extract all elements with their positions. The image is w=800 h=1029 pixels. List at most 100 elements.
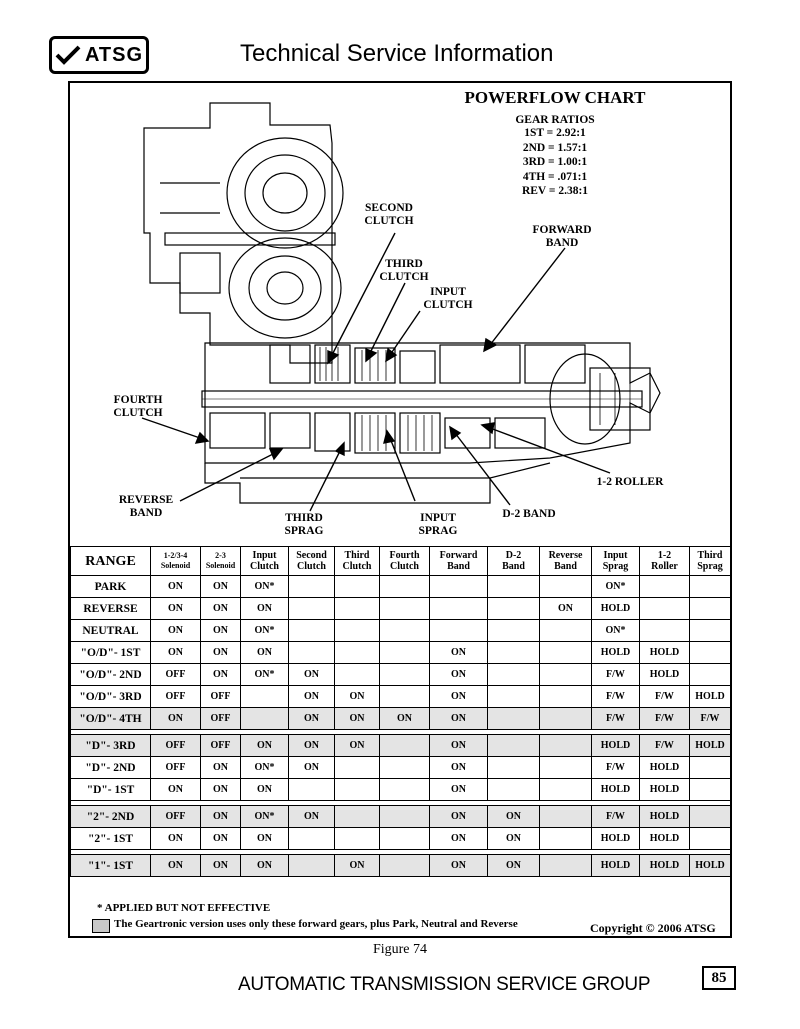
status-cell xyxy=(539,827,592,850)
status-cell xyxy=(379,734,430,757)
logo-text: ATSG xyxy=(84,43,144,66)
range-cell: "2"- 2ND xyxy=(70,805,151,828)
status-cell: HOLD xyxy=(639,778,690,801)
status-cell: F/W xyxy=(639,734,690,757)
status-cell: ON* xyxy=(240,756,289,779)
status-cell xyxy=(379,854,430,877)
label-forward-band: FORWARD BAND xyxy=(532,224,592,249)
status-cell: ON* xyxy=(591,619,640,642)
status-cell: ON xyxy=(288,663,335,686)
status-cell: F/W xyxy=(591,663,640,686)
label-1-2-roller: 1-2 ROLLER xyxy=(596,476,664,488)
status-cell xyxy=(487,597,540,620)
status-cell xyxy=(487,707,540,730)
status-cell: OFF xyxy=(150,685,201,708)
atsg-logo: ATSG xyxy=(49,36,149,74)
content-frame xyxy=(68,81,732,938)
status-cell: ON xyxy=(487,854,540,877)
status-cell: OFF xyxy=(150,805,201,828)
status-cell xyxy=(334,756,380,779)
label-second-clutch: SECOND CLUTCH xyxy=(364,202,414,227)
status-cell: HOLD xyxy=(689,854,731,877)
status-cell: OFF xyxy=(150,734,201,757)
status-cell: ON xyxy=(429,756,488,779)
status-cell: ON xyxy=(429,663,488,686)
range-cell: "D"- 3RD xyxy=(70,734,151,757)
status-cell xyxy=(379,597,430,620)
status-cell: ON xyxy=(288,756,335,779)
gear-ratio-4th: 4TH = .071:1 xyxy=(522,170,588,183)
status-cell xyxy=(689,805,731,828)
status-cell: ON xyxy=(240,854,289,877)
status-cell xyxy=(539,756,592,779)
status-cell xyxy=(689,619,731,642)
status-cell: ON xyxy=(200,756,241,779)
status-cell: HOLD xyxy=(591,854,640,877)
status-cell: OFF xyxy=(200,707,241,730)
footer-text: AUTOMATIC TRANSMISSION SERVICE GROUP xyxy=(238,974,651,995)
status-cell xyxy=(288,619,335,642)
range-cell: "D"- 2ND xyxy=(70,756,151,779)
status-cell xyxy=(487,756,540,779)
status-cell xyxy=(379,805,430,828)
status-cell: ON xyxy=(200,663,241,686)
status-cell xyxy=(334,805,380,828)
status-cell xyxy=(334,597,380,620)
status-cell: ON xyxy=(240,827,289,850)
status-cell xyxy=(539,734,592,757)
label-reverse-band: REVERSE BAND xyxy=(118,494,174,519)
label-third-sprag: THIRD SPRAG xyxy=(284,512,324,537)
status-cell: F/W xyxy=(689,707,731,730)
status-cell: ON xyxy=(487,827,540,850)
status-cell xyxy=(487,641,540,664)
status-cell xyxy=(689,756,731,779)
gear-ratios-title: GEAR RATIOS xyxy=(515,114,595,126)
page-number: 85 xyxy=(702,966,736,990)
status-cell: ON xyxy=(334,734,380,757)
status-cell: ON xyxy=(240,734,289,757)
label-d2-band: D-2 BAND xyxy=(502,508,556,520)
chart-title: POWERFLOW CHART xyxy=(464,88,646,107)
status-cell: ON xyxy=(379,707,430,730)
status-cell: HOLD xyxy=(639,756,690,779)
status-cell: ON xyxy=(487,805,540,828)
range-cell: REVERSE xyxy=(70,597,151,620)
status-cell xyxy=(334,641,380,664)
status-cell: F/W xyxy=(591,756,640,779)
status-cell: HOLD xyxy=(689,685,731,708)
status-cell: ON xyxy=(429,778,488,801)
status-cell: ON xyxy=(200,854,241,877)
column-header-line: Sprag xyxy=(602,561,629,572)
column-header-line: Reverse xyxy=(548,550,583,561)
status-cell xyxy=(379,827,430,850)
status-cell xyxy=(334,619,380,642)
status-cell: ON* xyxy=(591,575,640,598)
status-cell xyxy=(639,575,690,598)
status-cell xyxy=(689,597,731,620)
column-header-range: RANGE xyxy=(70,546,151,576)
gear-ratio-2nd: 2ND = 1.57:1 xyxy=(522,141,588,154)
column-header-line: Band xyxy=(554,561,577,572)
status-cell xyxy=(288,597,335,620)
status-cell: HOLD xyxy=(591,827,640,850)
status-cell: OFF xyxy=(150,756,201,779)
label-input-sprag: INPUT SPRAG xyxy=(418,512,458,537)
status-cell xyxy=(240,707,289,730)
label-fourth-clutch: FOURTH CLUTCH xyxy=(113,394,163,419)
column-header-line: Solenoid xyxy=(205,561,236,570)
status-cell xyxy=(689,641,731,664)
status-cell: ON xyxy=(150,641,201,664)
column-header-line: Forward xyxy=(439,550,478,561)
status-cell: F/W xyxy=(639,685,690,708)
status-cell: ON xyxy=(150,619,201,642)
